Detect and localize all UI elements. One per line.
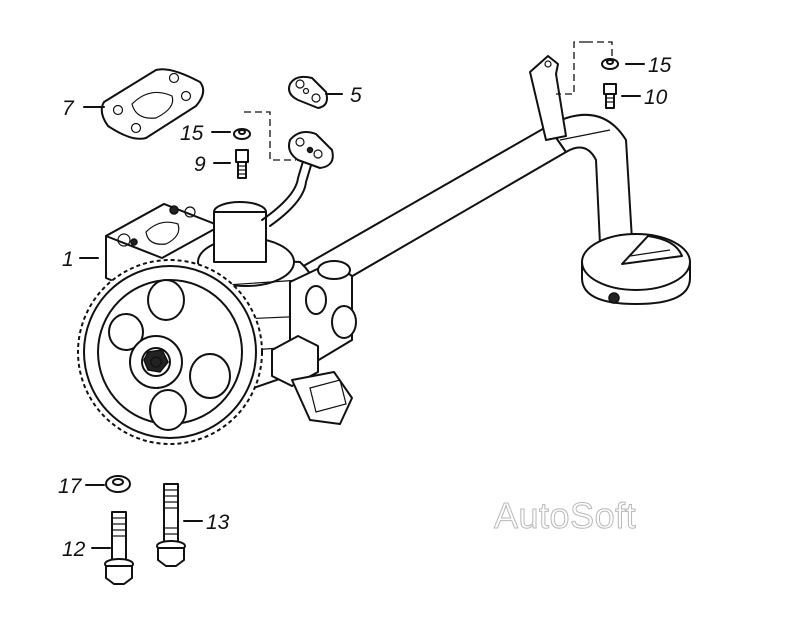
oil-pickup-tube xyxy=(299,55,633,297)
callout-9: 9 xyxy=(194,153,206,176)
callout-labels: 7 5 15 9 15 10 1 17 12 13 xyxy=(58,54,672,561)
oil-pump-drive-gear xyxy=(77,259,263,445)
callout-7: 7 xyxy=(62,97,75,120)
callout-17: 17 xyxy=(58,475,83,498)
washer-17 xyxy=(105,475,131,493)
callout-10: 10 xyxy=(644,86,668,109)
washer-15-right xyxy=(601,58,619,70)
watermark: AutoSoft xyxy=(494,495,636,536)
tube-flange-plate xyxy=(288,131,334,169)
callout-12: 12 xyxy=(62,538,86,561)
pump-gasket-7 xyxy=(100,68,205,140)
bolt-12 xyxy=(104,511,134,585)
callout-15-center: 15 xyxy=(180,122,204,145)
flange-gasket-5 xyxy=(288,75,328,109)
assembly-guide-lines xyxy=(244,41,613,161)
oil-strainer-screen xyxy=(581,233,691,305)
bolt-13 xyxy=(156,483,186,567)
callout-5: 5 xyxy=(350,84,362,107)
bolt-10 xyxy=(603,83,617,109)
washer-15-center xyxy=(233,128,251,140)
callout-15-right: 15 xyxy=(648,54,672,77)
oil-delivery-tube xyxy=(261,157,313,227)
callout-1: 1 xyxy=(62,248,74,271)
leader-lines xyxy=(79,63,645,549)
bolt-9 xyxy=(235,149,249,179)
callout-13: 13 xyxy=(206,511,230,534)
